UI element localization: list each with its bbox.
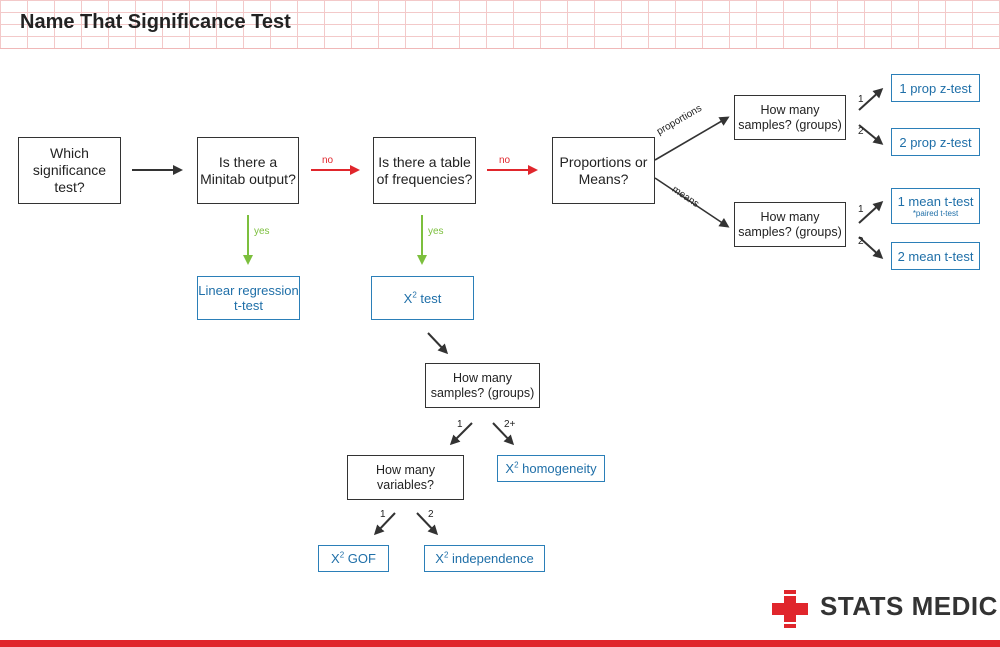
mean-samples-box: How many samples? (groups) xyxy=(734,202,846,247)
homogeneity-result: X2 homogeneity xyxy=(497,455,605,482)
linear-regression-result: Linear regression t-test xyxy=(197,276,300,320)
chi-samples-text: How many samples? (groups) xyxy=(430,370,535,400)
linear-regression-text: Linear regression t-test xyxy=(198,283,299,313)
frequencies-text: Is there a table of frequencies? xyxy=(376,153,473,187)
arrow-chi-to-samples xyxy=(427,332,449,355)
paired-note: *paired t-test xyxy=(912,209,959,218)
mean-samples-text: How many samples? (groups) xyxy=(738,209,842,239)
chi-symbol: X xyxy=(435,551,444,566)
one-mean-result: 1 mean t-test *paired t-test xyxy=(891,188,980,224)
mean-2-label: 2 xyxy=(858,236,864,247)
yes-label-1: yes xyxy=(254,226,270,237)
chi-1-label: 1 xyxy=(457,419,463,430)
two-mean-text: 2 mean t-test xyxy=(897,248,974,264)
chi-test-result: X2 test xyxy=(371,276,474,320)
chi-test-text: test xyxy=(416,290,442,306)
one-prop-text: 1 prop z-test xyxy=(899,80,972,96)
variables-box: How many variables? xyxy=(347,455,464,500)
frequencies-box: Is there a table of frequencies? xyxy=(373,137,476,204)
two-prop-result: 2 prop z-test xyxy=(891,128,980,156)
minitab-text: Is there a Minitab output? xyxy=(200,153,296,187)
no-label-1: no xyxy=(322,155,334,166)
mean-1-label: 1 xyxy=(858,204,864,215)
chi-sup: 2 xyxy=(339,550,345,560)
independence-result: X2 independence xyxy=(424,545,545,572)
chi-sup: 2 xyxy=(514,460,519,470)
prop-samples-text: How many samples? (groups) xyxy=(738,102,842,132)
footer-bar xyxy=(0,640,1000,647)
no-label-2: no xyxy=(499,155,511,166)
brand-name: STATS MEDIC xyxy=(820,591,998,621)
arrow-prop-1 xyxy=(858,87,884,111)
arrow-mean-1 xyxy=(858,200,884,224)
prop-1-label: 1 xyxy=(858,94,864,105)
arrow-proportions xyxy=(654,116,730,161)
arrow-chi-1 xyxy=(449,422,473,446)
one-prop-result: 1 prop z-test xyxy=(891,74,980,102)
page-title: Name That Significance Test xyxy=(20,11,291,33)
grid-header xyxy=(0,0,1000,49)
chi-sup: 2 xyxy=(412,290,417,300)
which-test-box: Which significance test? xyxy=(18,137,121,204)
red-cross-icon xyxy=(772,590,808,628)
arrow-mean-2 xyxy=(858,236,884,260)
chi-symbol: X xyxy=(403,290,413,306)
gof-text: GOF xyxy=(344,551,376,566)
prop-2-label: 2 xyxy=(858,126,864,137)
which-test-text: Which significance test? xyxy=(32,145,107,195)
chi-2plus-label: 2+ xyxy=(504,419,516,430)
two-mean-result: 2 mean t-test xyxy=(891,242,980,270)
gof-result: X2 GOF xyxy=(318,545,389,572)
var-1-label: 1 xyxy=(380,509,386,520)
independence-text: independence xyxy=(448,551,534,566)
chi-sup: 2 xyxy=(443,550,449,560)
chi-symbol: X xyxy=(331,551,340,566)
one-mean-text: 1 mean t-test xyxy=(897,194,974,209)
chi-samples-box: How many samples? (groups) xyxy=(425,363,540,408)
chi-symbol: X xyxy=(505,461,515,476)
homogeneity-text: homogeneity xyxy=(518,461,597,476)
arrow-var-1 xyxy=(373,512,396,536)
arrow-var-2 xyxy=(416,512,439,536)
var-2-label: 2 xyxy=(428,509,434,520)
arrow-prop-2 xyxy=(858,124,884,145)
arrow-chi-2plus xyxy=(492,422,515,446)
proportions-means-text: Proportions or Means? xyxy=(559,153,648,187)
two-prop-text: 2 prop z-test xyxy=(899,134,972,150)
minitab-box: Is there a Minitab output? xyxy=(197,137,299,204)
prop-samples-box: How many samples? (groups) xyxy=(734,95,846,140)
arrow-means xyxy=(654,177,730,228)
proportions-means-box: Proportions or Means? xyxy=(552,137,655,204)
variables-text: How many variables? xyxy=(375,462,436,492)
yes-label-2: yes xyxy=(428,226,444,237)
